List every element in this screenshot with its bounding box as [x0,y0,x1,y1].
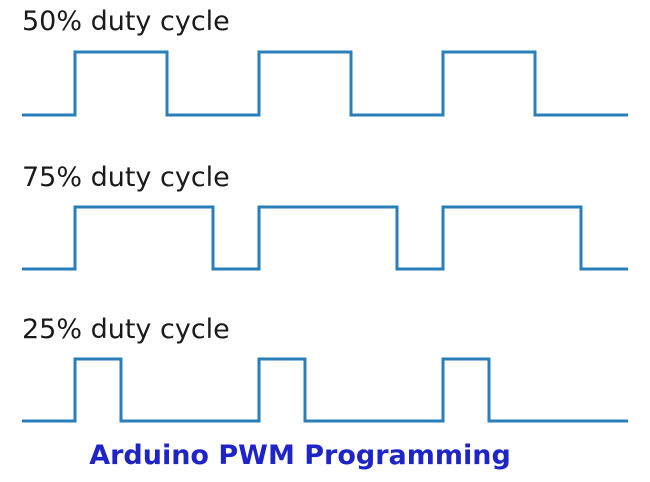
duty-cycle-25-label: 25% duty cycle [22,314,230,345]
duty-cycle-50-label: 50% duty cycle [22,6,230,37]
duty-50-waveform [22,50,628,117]
duty-25-waveform [22,357,628,423]
caption-title: Arduino PWM Programming [89,440,511,471]
duty-cycle-75-label: 75% duty cycle [22,162,230,193]
duty-75-waveform [22,205,628,271]
